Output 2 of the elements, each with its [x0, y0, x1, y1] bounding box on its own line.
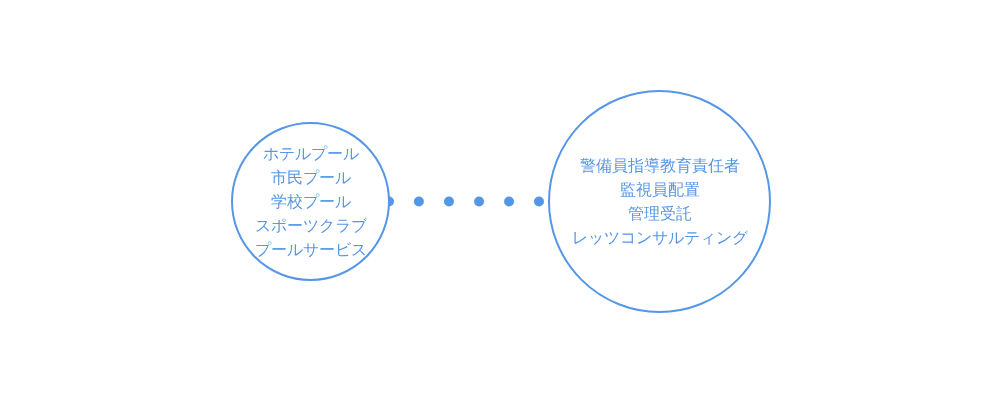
node-circle: 警備員指導教育責任者 監視員配置 管理受託 レッツコンサルティング [547, 89, 771, 313]
node-circle: ホテルプール 市民プール 学校プール スポーツクラブ プールサービス [230, 121, 390, 281]
